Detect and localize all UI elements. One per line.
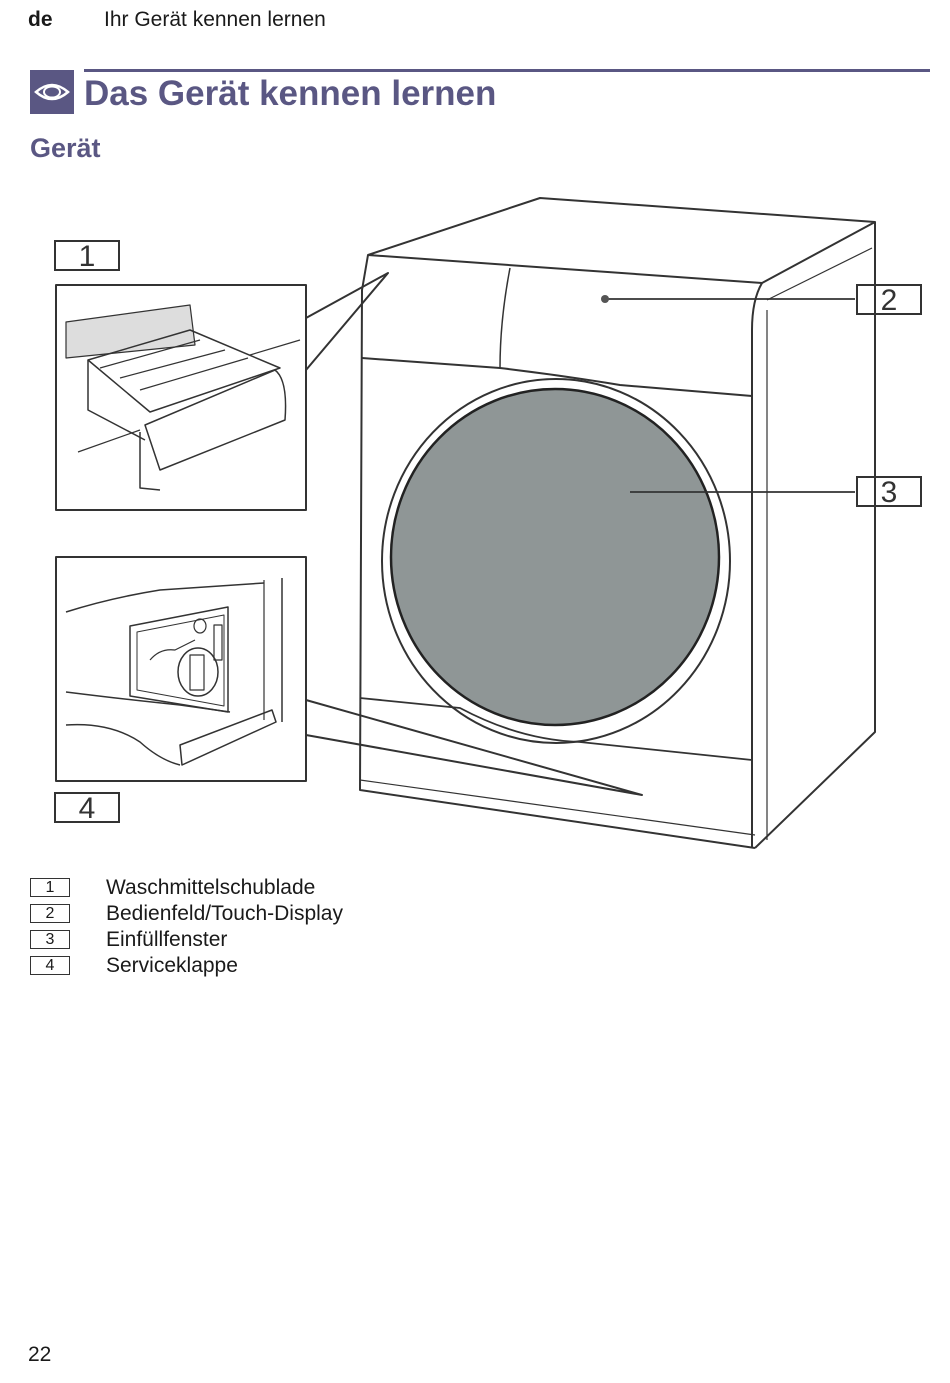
callout-2: 2 — [856, 284, 922, 316]
porthole-window — [389, 387, 721, 727]
washing-machine-drawing — [55, 197, 876, 849]
legend-number: 4 — [30, 956, 70, 975]
legend-number: 3 — [30, 930, 70, 949]
legend-label: Einfüllfenster — [106, 928, 228, 951]
callout-4: 4 — [54, 792, 120, 824]
legend-number: 1 — [30, 878, 70, 897]
language-tag: de — [28, 8, 53, 31]
legend-number: 2 — [30, 904, 70, 923]
legend-label: Bedienfeld/Touch-Display — [106, 902, 343, 925]
legend-label: Serviceklappe — [106, 954, 238, 977]
title-rule — [84, 69, 930, 72]
legend-label: Waschmittelschublade — [106, 876, 316, 899]
callout-1: 1 — [54, 240, 120, 272]
page-number: 22 — [28, 1343, 52, 1366]
section-title: Gerät — [30, 133, 101, 163]
appliance-illustration: 1 2 3 4 — [0, 180, 950, 865]
callout-3: 3 — [856, 476, 922, 508]
eye-icon — [30, 70, 74, 114]
running-title: Ihr Gerät kennen lernen — [104, 8, 326, 31]
page-title: Das Gerät kennen lernen — [84, 74, 497, 113]
